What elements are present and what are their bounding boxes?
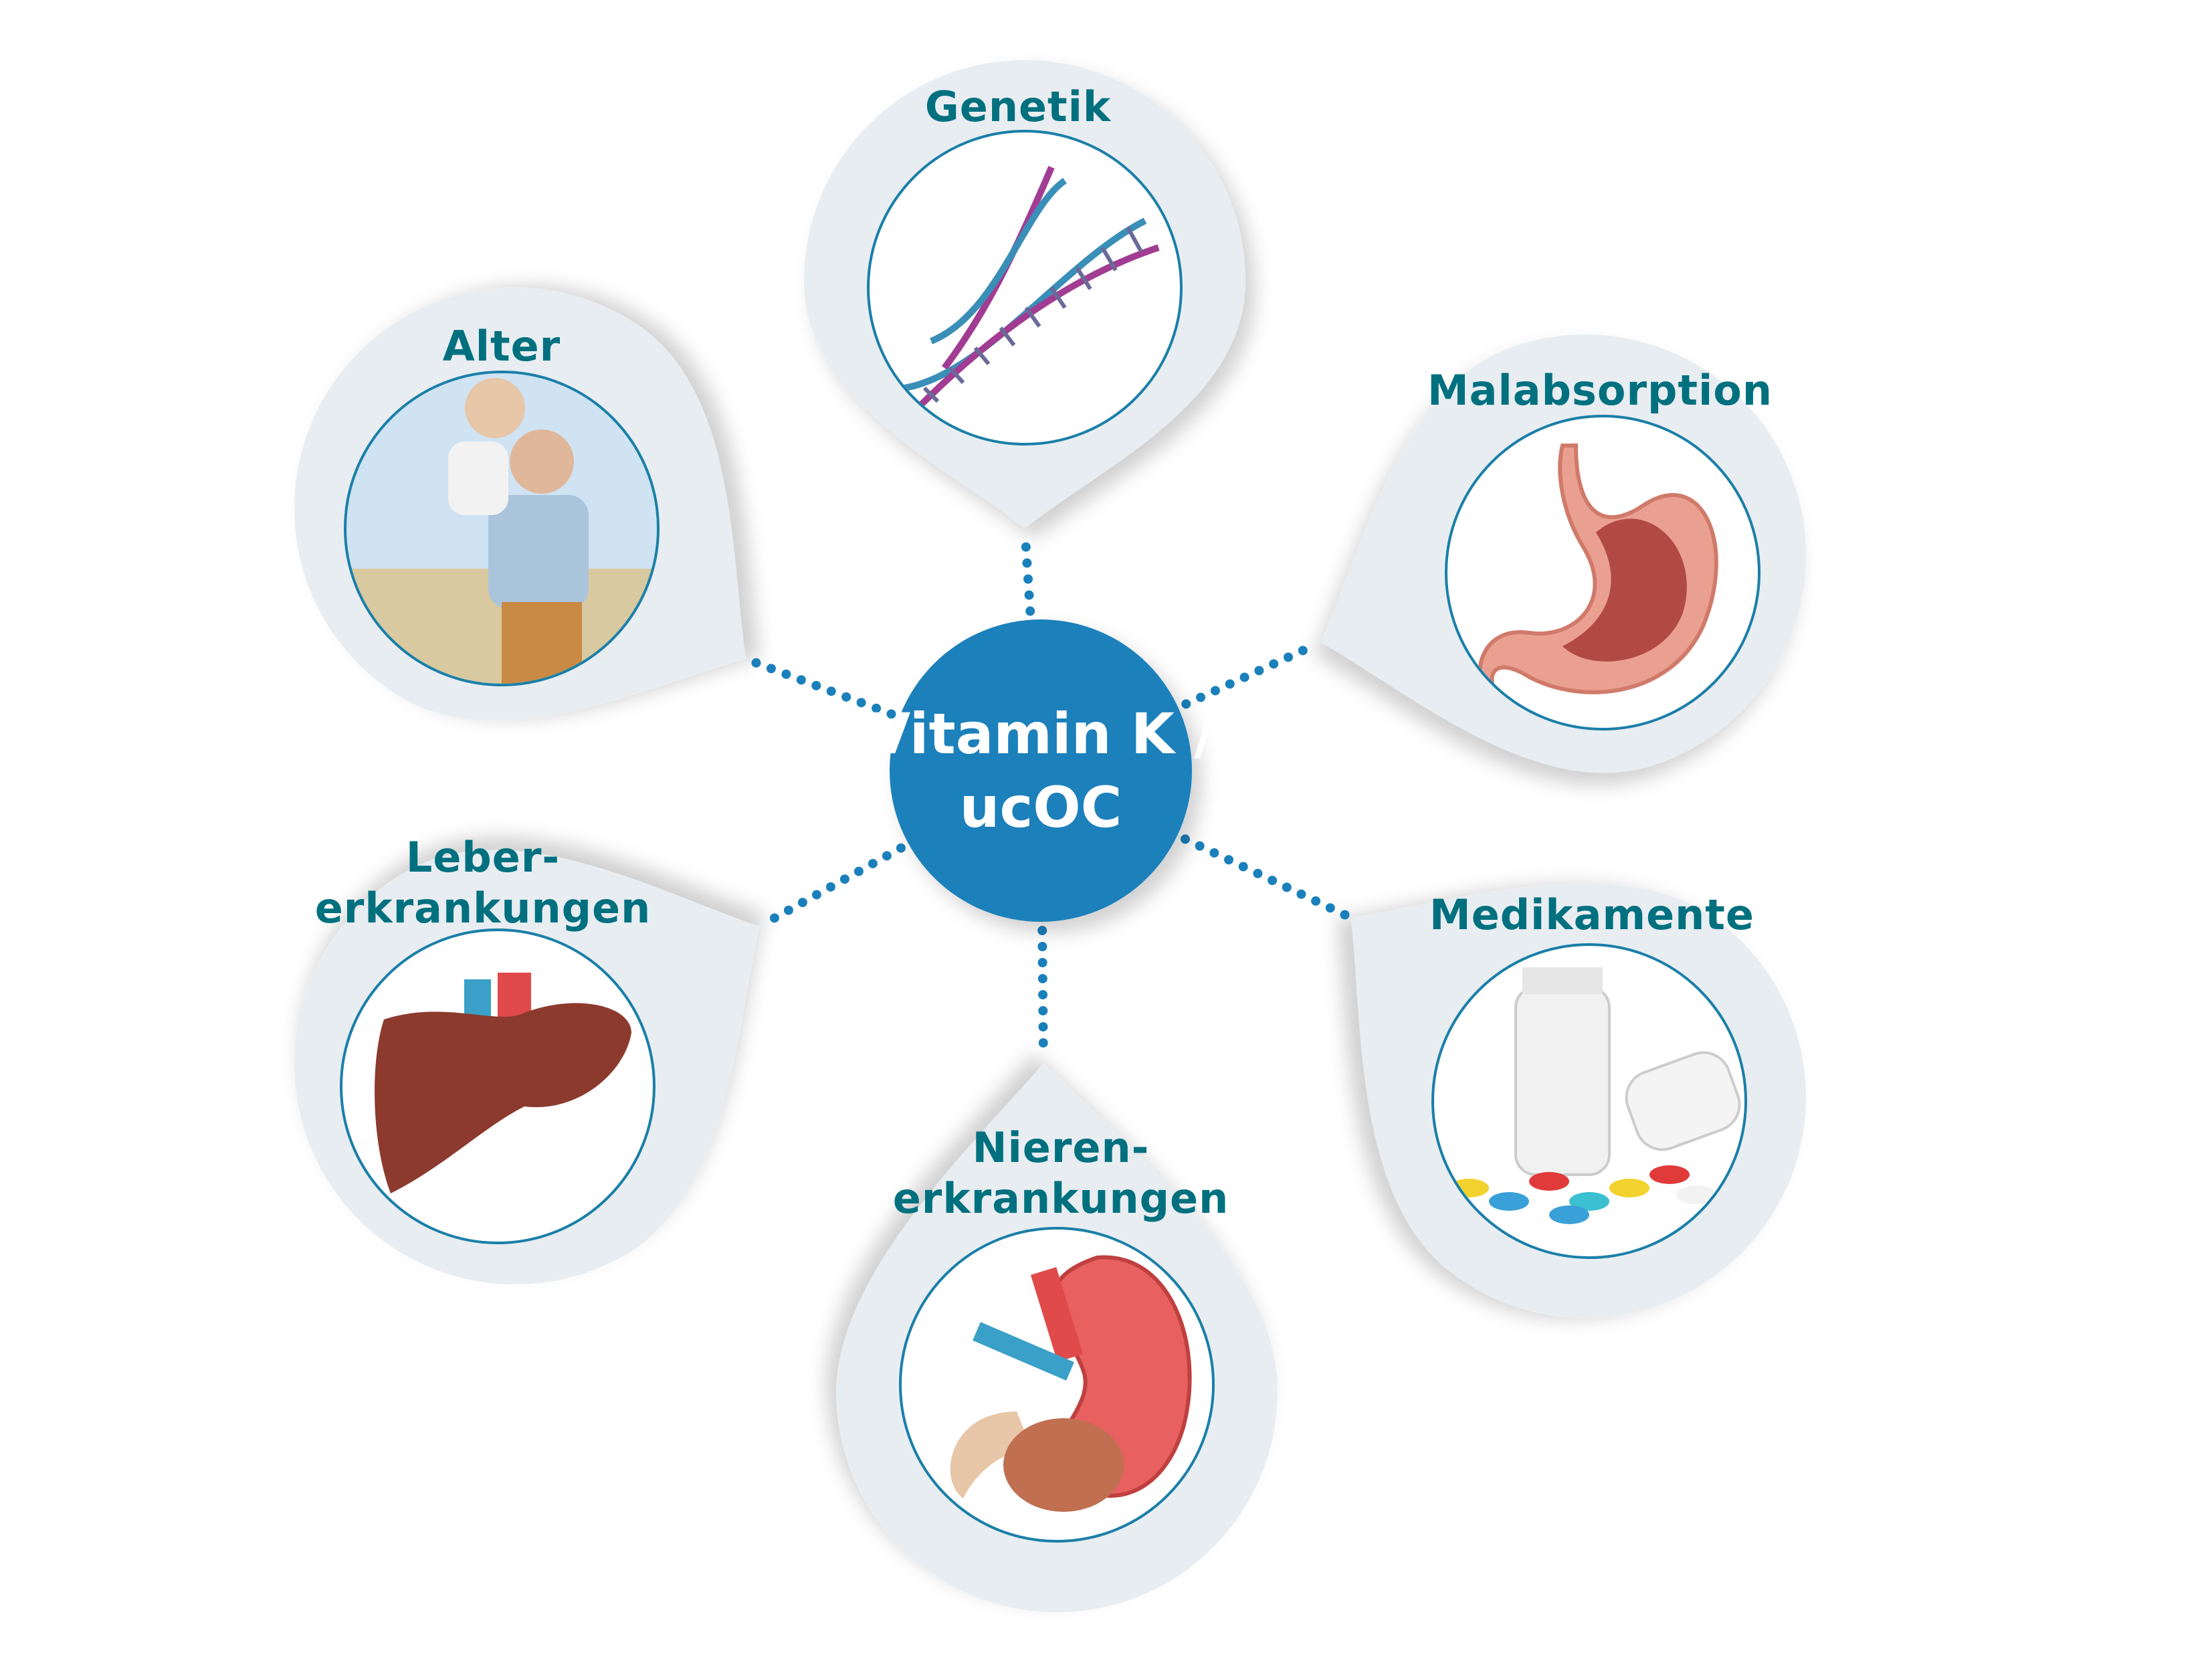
- stomach-icon: [1445, 415, 1761, 730]
- connector-dot: [1284, 652, 1294, 662]
- connector-dot: [1037, 925, 1047, 935]
- connector-dot: [1253, 868, 1263, 878]
- connector-dot: [1025, 606, 1035, 616]
- connector-dot: [1296, 889, 1306, 899]
- connector-dot: [769, 913, 779, 923]
- connector-dot: [872, 703, 882, 713]
- label-line: erkrankungen: [892, 1174, 1229, 1223]
- label-medikamente: Medikamente: [1429, 890, 1754, 941]
- connector-dot: [1269, 659, 1279, 669]
- connector-dot: [825, 882, 835, 892]
- connector-dot: [1195, 841, 1205, 851]
- connector-dot: [783, 905, 793, 915]
- connector-dot: [1298, 646, 1308, 656]
- connector-dot: [811, 890, 821, 900]
- connector-dot: [1224, 855, 1234, 865]
- connector-dot: [886, 709, 896, 719]
- connector-dot: [1325, 903, 1335, 913]
- connector-dot: [1225, 679, 1235, 689]
- connector-dot: [1254, 666, 1264, 676]
- connector-dot: [1024, 590, 1034, 600]
- connector-dot: [1038, 1021, 1048, 1032]
- center-circle: [890, 619, 1192, 922]
- connector-dot: [811, 680, 821, 690]
- dna-icon: [867, 130, 1183, 446]
- connector-dot: [1238, 862, 1248, 872]
- connector-dot: [1023, 574, 1033, 584]
- label-line: Leber-: [405, 833, 561, 882]
- connector-dot: [1268, 876, 1278, 886]
- connector-dot: [1037, 973, 1047, 983]
- connector-dot: [1196, 692, 1206, 702]
- connector-dot: [1210, 686, 1220, 696]
- label-leber: Leber-erkrankungen: [315, 832, 651, 934]
- connector-dot: [1180, 834, 1190, 844]
- bubble-nieren: [836, 1063, 1278, 1612]
- label-line: Nieren-: [972, 1123, 1150, 1172]
- label-malabsorption: Malabsorption: [1427, 365, 1773, 416]
- connector-dot: [868, 858, 878, 868]
- label-line: Malabsorption: [1427, 366, 1773, 415]
- label-line: Genetik: [924, 82, 1112, 131]
- bubble-genetik: [804, 60, 1245, 528]
- connector-dot: [839, 874, 849, 884]
- connector-dot: [1209, 848, 1219, 858]
- connector-dot: [1239, 672, 1249, 682]
- connector-dot: [856, 698, 866, 708]
- connector-dot: [766, 664, 776, 674]
- connector-dot: [896, 843, 906, 853]
- connector-dot: [1037, 957, 1047, 967]
- connector-dot: [1038, 989, 1048, 999]
- connector-dot: [1181, 699, 1191, 709]
- center-label-line1: Vitamin K /: [867, 701, 1215, 767]
- center-label-line2: ucOC: [959, 775, 1122, 840]
- connector-dot: [1022, 558, 1032, 568]
- connector-dot: [1021, 542, 1031, 552]
- connector-dot: [882, 851, 892, 861]
- pills-icon: [1431, 943, 1747, 1259]
- connector-dot: [1037, 941, 1047, 951]
- label-genetik: Genetik: [925, 82, 1111, 132]
- connector-dot: [1038, 1005, 1048, 1015]
- connector-dot: [1282, 882, 1292, 892]
- connector-dot: [796, 675, 806, 685]
- bubble-leber: [294, 850, 760, 1284]
- connector-dot: [781, 669, 791, 679]
- label-line: Alter: [442, 322, 561, 371]
- connector-dot: [841, 692, 851, 702]
- connector-dot: [751, 658, 761, 668]
- connector-dot: [797, 898, 807, 908]
- elderly-couple-photo: [344, 371, 660, 686]
- kidney-icon: [899, 1227, 1215, 1543]
- connector-dot: [1038, 1038, 1048, 1048]
- bubble-alter: [294, 288, 746, 720]
- bubble-medikamente: [1350, 884, 1806, 1318]
- connector-dot: [826, 686, 836, 696]
- label-alter: Alter: [443, 321, 561, 372]
- liver-icon: [340, 929, 656, 1244]
- connector-dot: [1340, 910, 1350, 920]
- connector-dot: [1311, 896, 1321, 906]
- label-line: erkrankungen: [314, 884, 651, 933]
- bubble-malabsorption: [1320, 334, 1806, 773]
- label-line: Medikamente: [1429, 890, 1754, 939]
- label-nieren: Nieren-erkrankungen: [893, 1123, 1229, 1224]
- connector-dot: [853, 866, 864, 876]
- center-label: Vitamin K / ucOC: [867, 697, 1215, 844]
